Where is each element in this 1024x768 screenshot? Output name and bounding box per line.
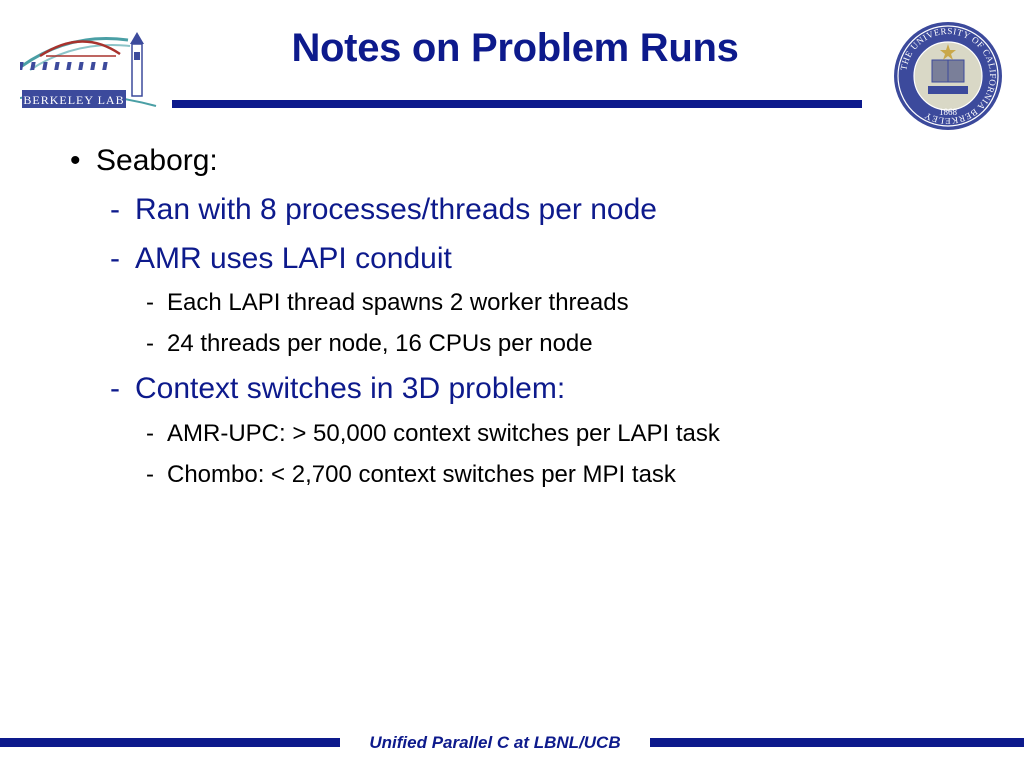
- bullet-marker: -: [146, 420, 154, 447]
- bullet-marker: -: [146, 330, 154, 357]
- bullet-text: AMR uses LAPI conduit: [135, 242, 452, 275]
- bullet-text: Ran with 8 processes/threads per node: [135, 193, 657, 226]
- slide-title: Notes on Problem Runs: [291, 26, 739, 70]
- berkeley-lab-logo: BERKELEY LAB: [20, 26, 160, 112]
- bullet-text: Chombo: < 2,700 context switches per MPI…: [167, 461, 676, 488]
- bullet-context-switches: -Context switches in 3D problem:: [110, 372, 565, 406]
- uc-seal-graphic: THE UNIVERSITY OF CALIFORNIA BERKELEY 18…: [894, 22, 1002, 130]
- bullet-chombo: -Chombo: < 2,700 context switches per MP…: [146, 461, 676, 489]
- bullet-text: 24 threads per node, 16 CPUs per node: [167, 330, 593, 357]
- bullet-marker: -: [110, 193, 120, 226]
- bullet-lapi-conduit: -AMR uses LAPI conduit: [110, 242, 452, 276]
- berkeley-lab-logo-graphic: BERKELEY LAB: [20, 32, 157, 108]
- bullet-processes-per-node: -Ran with 8 processes/threads per node: [110, 193, 657, 227]
- title-underline: [172, 100, 862, 108]
- bullet-threads-cpus: -24 threads per node, 16 CPUs per node: [146, 330, 593, 358]
- footer-text: Unified Parallel C at LBNL/UCB: [369, 733, 621, 752]
- bullet-marker: -: [146, 461, 154, 488]
- uc-seal-logo: THE UNIVERSITY OF CALIFORNIA BERKELEY 18…: [892, 20, 1004, 132]
- bullet-marker: -: [146, 289, 154, 316]
- bullet-marker: •: [70, 144, 81, 177]
- bullet-text: Each LAPI thread spawns 2 worker threads: [167, 289, 629, 316]
- footer-rule-right: [650, 738, 1024, 747]
- bullet-amr-upc: -AMR-UPC: > 50,000 context switches per …: [146, 420, 720, 448]
- berkeley-lab-label: BERKELEY LAB: [23, 93, 124, 107]
- bullet-marker: -: [110, 372, 120, 405]
- footer-rule-left: [0, 738, 340, 747]
- bullet-text: Seaborg:: [96, 144, 218, 177]
- bullet-worker-threads: -Each LAPI thread spawns 2 worker thread…: [146, 289, 629, 317]
- bullet-marker: -: [110, 242, 120, 275]
- bullet-text: AMR-UPC: > 50,000 context switches per L…: [167, 420, 720, 447]
- bullet-seaborg: • Seaborg:: [70, 144, 218, 178]
- bullet-text: Context switches in 3D problem:: [135, 372, 566, 405]
- uc-seal-year: 1868: [939, 107, 958, 117]
